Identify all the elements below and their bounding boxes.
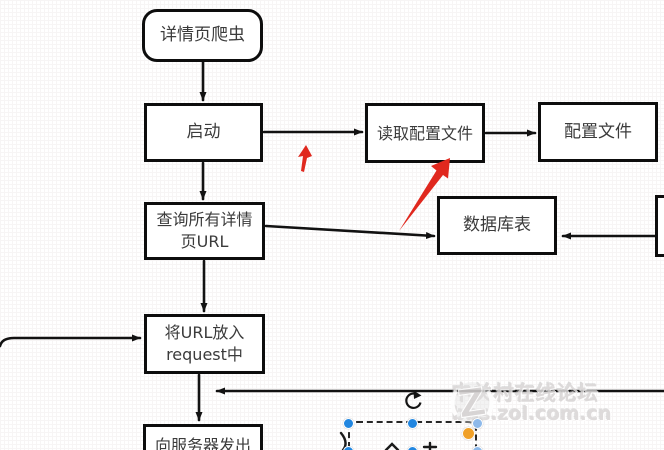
node-label: 向服务器发出: [154, 436, 251, 450]
node-detail-page-crawler[interactable]: 详情页爬虫: [142, 9, 263, 62]
node-read-config-file[interactable]: 读取配置文件: [365, 103, 485, 163]
small-red-arrow-icon: [298, 145, 312, 172]
resize-handle-top-left[interactable]: [343, 418, 354, 429]
resize-handle-top-right[interactable]: [472, 418, 483, 429]
resize-handle-bottom-right[interactable]: [472, 446, 483, 450]
node-label: 查询所有详情页URL: [156, 210, 253, 251]
node-config-file[interactable]: 配置文件: [538, 102, 658, 162]
node-label: 读取配置文件: [376, 123, 473, 143]
resize-handle-top-center[interactable]: [407, 418, 418, 429]
shape-option-handle[interactable]: [462, 427, 475, 440]
node-label: 详情页爬虫: [160, 25, 245, 45]
node-label: 配置文件: [564, 121, 632, 142]
clipped-shape-content: [339, 431, 438, 450]
node-start[interactable]: 启动: [144, 103, 263, 162]
resize-handle-bottom-left[interactable]: [343, 446, 354, 450]
big-red-arrow-icon: [399, 158, 450, 231]
node-send-to-server[interactable]: 向服务器发出: [143, 424, 263, 450]
node-query-all-detail-urls[interactable]: 查询所有详情页URL: [144, 202, 265, 260]
node-put-url-into-request[interactable]: 将URL放入request中: [144, 314, 265, 374]
node-label: 数据库表: [463, 215, 531, 235]
node-database-table[interactable]: 数据库表: [437, 196, 557, 255]
rotate-icon: [405, 390, 422, 409]
node-label: 将URL放入request中: [164, 323, 245, 364]
node-label: 启动: [186, 122, 221, 142]
resize-handle-bottom-center[interactable]: [407, 446, 418, 450]
node-partial-right[interactable]: [655, 195, 664, 257]
